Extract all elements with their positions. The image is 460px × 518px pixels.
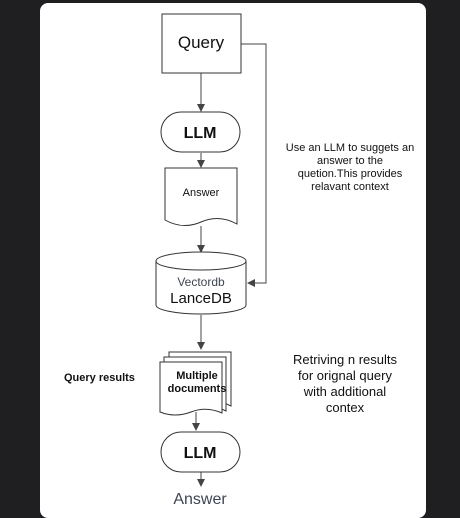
query-node-label: Query [178, 33, 225, 52]
multiple-documents-node: Multiple documents [159, 351, 232, 416]
note-top-line: answer to the [317, 155, 383, 167]
note-top-line: Use an LLM to suggets an [286, 142, 414, 154]
llm-top-label: LLM [184, 125, 217, 142]
note-top-line: quetion.This provides [298, 168, 403, 180]
llm-bottom-node: LLM [160, 431, 241, 473]
note-bottom-line: for orignal query [298, 368, 392, 383]
query-results-label: Query results [64, 372, 135, 384]
query-node: Query [161, 13, 242, 74]
multiple-documents-label-line2: documents [168, 383, 227, 395]
multiple-documents-label-line1: Multiple [176, 370, 218, 382]
arrow-query-to-vectordb-bypass [241, 43, 267, 287]
note-top-line: relavant context [311, 181, 389, 193]
note-bottom-line: with additional [303, 384, 386, 399]
note-bottom: Retriving n results for orignal query wi… [293, 352, 398, 415]
answer-document-label: Answer [183, 187, 220, 199]
note-top: Use an LLM to suggets an answer to the q… [286, 142, 414, 193]
connectors [192, 43, 267, 487]
final-answer-label: Answer [173, 491, 227, 508]
vectordb-name: LanceDB [170, 290, 232, 307]
vectordb-node: Vectordb LanceDB [155, 251, 247, 315]
llm-bottom-label: LLM [184, 445, 217, 462]
answer-document-node: Answer [164, 167, 238, 226]
note-bottom-line: Retriving n results [293, 352, 398, 367]
note-bottom-line: contex [326, 400, 365, 415]
llm-top-node: LLM [160, 111, 241, 153]
vectordb-label: Vectordb [177, 275, 225, 289]
